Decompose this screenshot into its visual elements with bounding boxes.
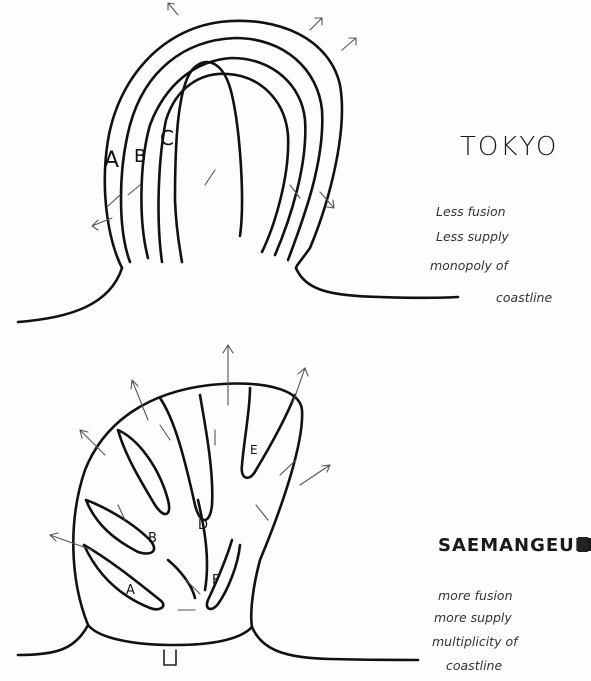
sae-channel-4 xyxy=(86,500,154,554)
sae-note-3: multiplicity of xyxy=(432,636,518,649)
sae-channel-3 xyxy=(242,388,295,478)
saemangeum-title: SAEMANGEUM xyxy=(438,535,591,556)
sae-channel-7 xyxy=(168,500,207,598)
sae-outlet xyxy=(164,650,176,665)
tokyo-note-4: coastline xyxy=(496,292,552,305)
sae-outline-outer xyxy=(73,384,302,627)
sae-label-d: D xyxy=(198,519,208,532)
tokyo-note-1: Less fusion xyxy=(436,206,506,219)
tokyo-label-b: B xyxy=(134,148,146,166)
tokyo-note-2: Less supply xyxy=(436,231,509,244)
tokyo-outline-inner xyxy=(175,62,242,262)
tokyo-peninsula xyxy=(18,3,458,322)
sae-label-f: F xyxy=(212,574,219,587)
tokyo-note-3: monopoly of xyxy=(430,260,508,273)
sae-arrows xyxy=(50,345,330,610)
sae-channel-1 xyxy=(118,430,169,514)
tokyo-label-c: C xyxy=(160,128,174,148)
sae-note-4: coastline xyxy=(446,660,502,673)
sae-label-e: E xyxy=(250,444,258,456)
sae-label-b: B xyxy=(148,532,157,545)
tokyo-coastline xyxy=(18,268,458,322)
title-ink-mark xyxy=(578,537,588,552)
sae-channel-5 xyxy=(84,545,163,609)
sae-label-a: A xyxy=(126,584,135,597)
tokyo-band-b xyxy=(141,58,305,258)
sae-note-2: more supply xyxy=(434,612,512,625)
sae-note-1: more fusion xyxy=(438,590,513,603)
tokyo-title: TOKYO xyxy=(460,132,558,162)
tokyo-label-a: A xyxy=(104,150,119,172)
saemangeum-island xyxy=(18,345,418,665)
sae-base xyxy=(88,625,252,645)
